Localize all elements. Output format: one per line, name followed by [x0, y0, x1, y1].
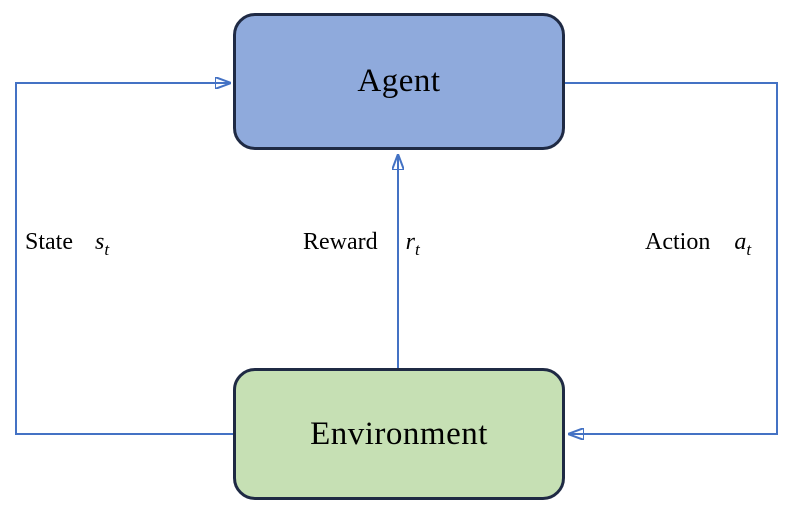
- state-word: State: [25, 229, 73, 255]
- state-label: State st: [25, 229, 110, 259]
- action-symbol: at: [734, 229, 752, 259]
- agent-label: Agent: [357, 63, 441, 99]
- state-arrow: [15, 83, 233, 435]
- reward-symbol-subscript: t: [414, 239, 420, 259]
- reward-word: Reward: [303, 229, 378, 255]
- environment-label: Environment: [310, 415, 488, 452]
- reward-symbol-letter: r: [405, 229, 415, 255]
- action-symbol-letter: a: [734, 229, 747, 255]
- state-symbol-letter: s: [95, 229, 105, 255]
- state-symbol: st: [95, 229, 110, 259]
- environment-box: Environment: [233, 368, 565, 500]
- action-symbol-subscript: t: [746, 239, 752, 259]
- state-symbol-subscript: t: [104, 239, 110, 259]
- reward-symbol: rt: [405, 229, 420, 259]
- action-label: Action at: [645, 229, 752, 259]
- action-word: Action: [645, 229, 711, 255]
- reward-label: Reward rt: [303, 229, 420, 259]
- action-arrow: [565, 82, 778, 434]
- agent-box: Agent: [233, 13, 565, 150]
